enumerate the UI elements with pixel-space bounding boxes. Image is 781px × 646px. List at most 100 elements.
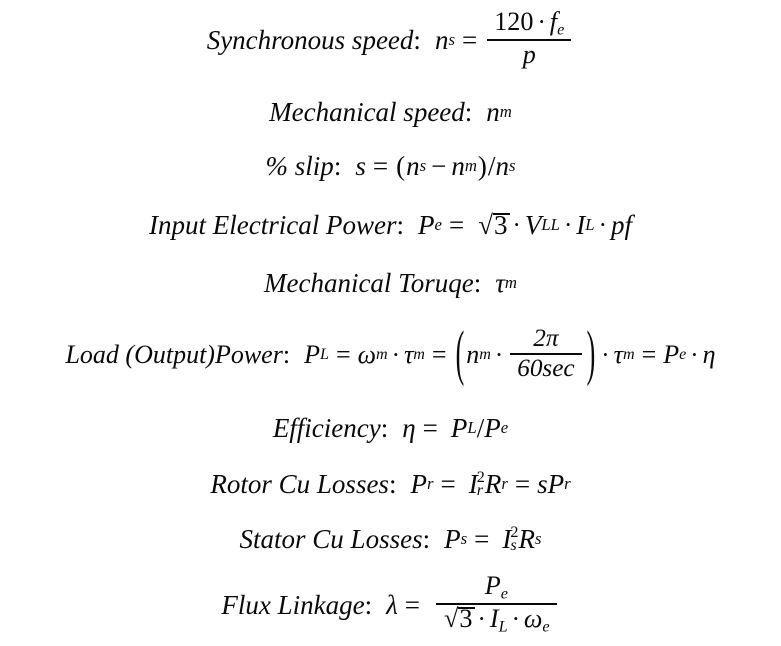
denominator-omega-e: ω [523,603,543,633]
lhs-symbol: n [486,96,500,127]
term-pl: P [450,412,468,443]
term-omega-m-subscript: m [375,345,388,363]
close-paren-large: ) [586,318,596,387]
equation-label: Mechanical speed [269,96,465,127]
equals-sign: = [448,209,465,240]
term-nm: n [466,340,480,369]
term-voltage: V [524,209,542,240]
numerator-constant: 120 [494,7,534,37]
equals-sign-2: = [431,340,447,369]
fraction-denominator: 60sec [517,354,575,382]
lhs-subscript: m [504,272,517,292]
equals-sign-1: = [335,340,351,369]
term-rotor-resistance-subscript: r [501,473,508,493]
equation-label: Input Electrical Power [149,209,397,240]
fraction-bar [510,352,582,355]
division-slash: / [476,412,485,443]
term-nm: n [451,150,465,181]
lhs-symbol: P [304,340,320,369]
label-colon: : [413,24,421,55]
fraction-pe-over-sqrt3-il-we: Pe √3·IL·ωe [436,572,557,635]
term-pl-subscript: L [467,417,477,437]
minus-sign: − [431,150,447,181]
lhs-symbol: τ [495,267,505,298]
open-paren-large: ( [455,318,465,387]
radicand: 3 [459,603,473,633]
numerator-pe-subscript: e [500,584,508,603]
subscript-r: r [476,481,484,499]
term-pe: P [663,340,680,369]
multiplication-dot: · [563,211,573,239]
radicand: 3 [494,209,508,240]
term-tau-m-subscript: m [413,345,425,363]
term-pe: P [484,412,501,443]
close-paren: ) [477,150,487,181]
term-rotor-current: I [468,468,478,499]
term-tau-m-2-subscript: m [622,345,635,363]
denominator-poles: p [522,39,536,69]
subscript-s: s [510,536,517,554]
label-colon: : [388,468,397,499]
lhs-symbol: s [355,150,366,181]
label-colon: : [473,267,482,298]
lhs-subscript: m [499,101,512,121]
term-slip: s [537,468,548,499]
term-ns: n [406,150,420,181]
equation-label: Rotor Cu Losses [210,468,389,499]
equals-sign: = [404,589,421,620]
lhs-symbol: η [402,412,416,443]
equals-sign: = [422,412,438,443]
term-current-subscript: L [585,214,595,234]
term-current: I [576,209,586,240]
superscript-two: 2 [476,467,485,486]
term-rotor-resistance: R [484,468,502,499]
denominator-current-subscript: L [498,617,508,636]
multiplication-dot: · [511,605,520,633]
multiplication-dot: · [391,341,400,369]
lhs-symbol: P [418,209,435,240]
equation-label: % slip [265,150,334,181]
lhs-symbol: P [444,523,461,554]
equals-sign-2: = [514,468,531,499]
fraction-numerator: 2π [533,325,559,353]
label-colon: : [464,96,473,127]
equals-sign-3: = [641,340,657,369]
lhs-subscript: r [426,473,434,493]
lhs-symbol: n [434,24,449,55]
term-tau-m: τ [403,340,414,369]
lhs-subscript: e [434,214,442,234]
term-ns-subscript: s [419,155,427,175]
term-ns-divisor: n [495,150,509,181]
multiplication-dot: · [690,341,699,369]
term-stator-current: I [502,523,512,554]
equation-label: Stator Cu Losses [239,523,423,554]
term-eta: η [702,340,716,369]
label-colon: : [380,412,389,443]
denominator-current: I [489,603,499,633]
term-stator-resistance: R [518,523,535,554]
fraction-denominator: √3·IL·ωe [436,605,557,635]
lhs-subscript: s [460,528,468,548]
term-nm-subscript: m [464,155,477,175]
term-pe-subscript: e [679,345,687,363]
equals-sign-1: = [440,468,456,499]
lhs-subscript: s [448,29,455,49]
label-colon: : [364,589,373,620]
equation-flux-linkage: Flux Linkage: λ = Pe √3·IL·ωe [0,572,781,638]
equation-label: Efficiency [272,412,381,443]
lhs-subscript: L [319,345,329,363]
fraction-bar [487,38,572,41]
fraction-bar [436,602,557,605]
